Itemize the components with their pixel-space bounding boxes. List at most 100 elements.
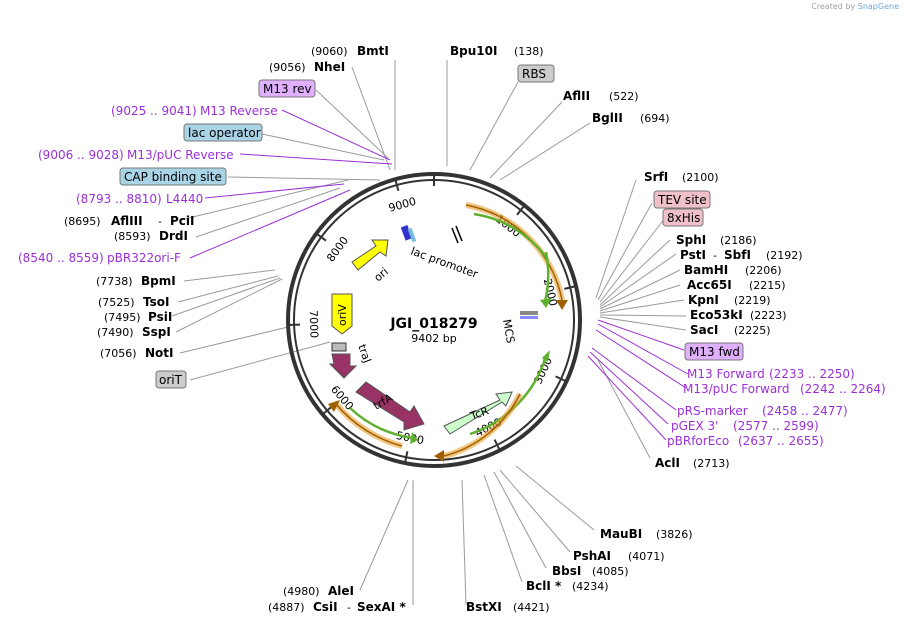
- m13reverse-name: M13 Reverse: [200, 104, 278, 118]
- tick-mark: [564, 285, 577, 290]
- ori-label: ori: [372, 265, 391, 284]
- pbr322-range: (8540 .. 8559): [18, 251, 104, 265]
- psiI-name: PsiI: [148, 310, 172, 324]
- psiI-pos: (7495): [104, 311, 141, 324]
- drdI-name: DrdI: [159, 229, 188, 243]
- sacI-name: SacI: [690, 323, 718, 337]
- srfI-pos: (2100): [682, 171, 719, 184]
- eco53kI-pos: (2223): [750, 309, 787, 322]
- bstXI-name: BstXI: [466, 600, 502, 614]
- bpmI-name: BpmI: [141, 274, 176, 288]
- snapgene-logo: SnapGene: [857, 2, 899, 11]
- m13puc-fwd-name: M13/pUC Forward: [683, 382, 790, 396]
- m13fwd-box-label: M13 fwd: [689, 345, 740, 359]
- feature-arrows: [328, 239, 513, 435]
- snapgene-credit: Created by SnapGene: [811, 2, 899, 11]
- plasmid-length: 9402 bp: [411, 332, 456, 345]
- pstI-sep: -: [713, 249, 717, 262]
- bpmI-pos: (7738): [96, 275, 133, 288]
- primer-arcs: [328, 202, 568, 462]
- m13puc-rev-name: M13/pUC Reverse: [127, 148, 234, 162]
- sphI-name: SphI: [676, 233, 706, 247]
- tick-mark: [555, 375, 567, 383]
- leader-lines: [171, 60, 687, 606]
- tick-label: 8000: [324, 234, 351, 264]
- bbsI-pos: (4085): [592, 565, 629, 578]
- tsoI-name: TsoI: [143, 295, 169, 309]
- aleI-name: AleI: [328, 584, 354, 598]
- traJ-label: traJ: [355, 343, 374, 365]
- m13forward-range: (2233 .. 2250): [769, 367, 855, 381]
- acc65I-name: Acc65I: [687, 278, 732, 292]
- pgex3-name: pGEX 3': [671, 419, 718, 433]
- bglII-name: BglII: [592, 111, 623, 125]
- pshAI-name: PshAI: [573, 549, 611, 563]
- pshAI-pos: (4071): [628, 550, 665, 563]
- tick-mark: [493, 439, 501, 451]
- acc65I-pos: (2215): [749, 279, 786, 292]
- aclI-name: AclI: [655, 456, 680, 470]
- csiI-pos: (4887): [268, 601, 305, 614]
- bclI-pos: (4234): [572, 580, 609, 593]
- aleI-pos: (4980): [283, 585, 320, 598]
- tick-label: 9000: [387, 195, 417, 215]
- eco53kI-name: Eco53kI: [690, 308, 743, 322]
- m13rev-box-label: M13 rev: [263, 82, 312, 96]
- aflIII-sep: -: [158, 215, 162, 228]
- kpnI-name: KpnI: [688, 293, 719, 307]
- pbr322-name: pBR322ori-F: [107, 251, 181, 265]
- nheI-name: NheI: [314, 60, 345, 74]
- aflII-name: AflII: [563, 89, 590, 103]
- bpu10I-pos: (138): [514, 45, 544, 58]
- mauBI-pos: (3826): [656, 528, 693, 541]
- mcs-label: MCS: [500, 318, 517, 344]
- lac-operator-box-label: lac operator: [188, 126, 261, 140]
- lac-promoter-label: lac promoter: [409, 245, 480, 281]
- sspI-pos: (7490): [97, 326, 134, 339]
- feature-boxes: [119, 64, 744, 389]
- bmtI-pos: (9060): [311, 45, 348, 58]
- bglII-pos: (694): [640, 112, 670, 125]
- bstXI-pos: (4421): [513, 601, 550, 614]
- tev-box-label: TEV site: [657, 193, 707, 207]
- m13puc-fwd-range: (2242 .. 2264): [800, 382, 886, 396]
- kpnI-pos: (2219): [734, 294, 771, 307]
- primer-leaders: [189, 109, 689, 441]
- l4440-name: L4440: [166, 192, 203, 206]
- pbrforeco-name: pBRforEco: [667, 434, 729, 448]
- sexAI-name: SexAI *: [357, 600, 406, 614]
- rbs-box-label: RBS: [522, 67, 546, 81]
- TcR-label: TcR: [468, 404, 491, 423]
- tick-mark: [315, 232, 327, 242]
- bbsI-name: BbsI: [552, 564, 581, 578]
- aflII-pos: (522): [609, 90, 639, 103]
- pbrforeco-range: (2637 .. 2655): [738, 434, 824, 448]
- notI-name: NotI: [145, 346, 174, 360]
- pciI-name: PciI: [170, 214, 195, 228]
- sacI-pos: (2225): [734, 324, 771, 337]
- prsmarker-name: pRS-marker: [677, 404, 748, 418]
- notI-pos: (7056): [100, 347, 137, 360]
- 8xhis-box-label: 8xHis: [667, 211, 700, 225]
- oriT-box-label: oriT: [159, 373, 183, 387]
- prsmarker-range: (2458 .. 2477): [762, 404, 848, 418]
- tick-mark: [394, 178, 400, 192]
- pstI-pos: (2192): [766, 249, 803, 262]
- tick-marks: [288, 174, 577, 464]
- sspI-name: SspI: [142, 325, 171, 339]
- tick-mark: [404, 451, 409, 464]
- tsoI-pos: (7525): [98, 296, 135, 309]
- drdI-pos: (8593): [114, 230, 151, 243]
- oriV-label: oriV: [336, 304, 349, 326]
- pgex3-range: (2577 .. 2599): [733, 419, 819, 433]
- mcs-marks: [331, 225, 538, 352]
- bamHI-pos: (2206): [745, 264, 782, 277]
- aclI-pos: (2713): [693, 457, 730, 470]
- aflIII-pos: (8695): [64, 215, 101, 228]
- nheI-pos: (9056): [269, 61, 306, 74]
- bpu10I-name: Bpu10I: [450, 44, 497, 58]
- l4440-range: (8793 .. 8810): [76, 192, 162, 206]
- m13puc-rev-range: (9006 .. 9028): [38, 148, 124, 162]
- aflIII-name: AflIII: [111, 214, 143, 228]
